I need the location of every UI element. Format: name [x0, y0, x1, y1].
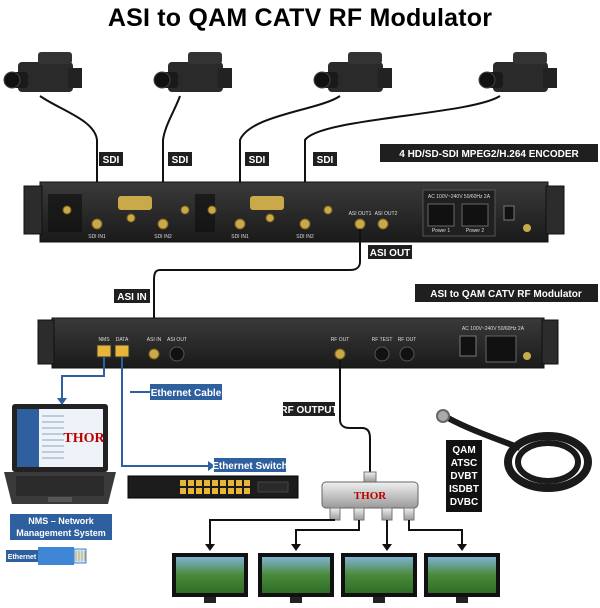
encoder-unit: SDI IN1 SDI IN2 SDI IN1 SDI IN2 ASI OUT1…	[23, 181, 565, 243]
encoder-port-4: SDI IN2	[296, 234, 314, 240]
modulator-port-rf-test: RF TEST	[372, 337, 393, 343]
encoder-title: 4 HD/SD-SDI MPEG2/H.264 ENCODER	[399, 149, 579, 160]
tv-2	[258, 553, 334, 603]
modulator-power-rating: AC 100V~240V 50/60Hz 2A	[462, 326, 525, 332]
asi-out-label-box	[368, 245, 412, 259]
encoder-asi-out1: ASI OUT1	[349, 211, 372, 217]
standards-box	[446, 440, 482, 512]
asi-cable	[153, 229, 361, 345]
tv-1	[172, 553, 248, 603]
sdi-cables	[39, 95, 501, 225]
rf-splitter: THOR	[321, 471, 419, 521]
laptop: THOR	[4, 404, 116, 504]
sdi-label-3: SDI	[249, 155, 266, 166]
ethernet-plug: Ethernet	[6, 547, 87, 565]
ethernet-switch-label: Ethernet Switch	[212, 461, 288, 472]
laptop-brand-logo: THOR	[63, 431, 105, 446]
encoder-asi-out2: ASI OUT2	[375, 211, 398, 217]
standard-isdbt: ISDBT	[449, 484, 479, 495]
sdi-labels: SDI SDI SDI SDI	[99, 152, 337, 166]
encoder-power1: Power 1	[432, 228, 451, 234]
sdi-label-1: SDI	[103, 155, 120, 166]
encoder-label-box	[380, 144, 598, 162]
encoder-port-2: SDI IN2	[154, 234, 172, 240]
rf-cable	[339, 360, 371, 478]
nms-label: NMS – Network Management System	[16, 516, 106, 538]
modulator-port-asi-in: ASI IN	[147, 337, 162, 343]
camera-4	[478, 52, 557, 92]
asi-in-label-box	[114, 289, 150, 303]
standard-dvbt: DVBT	[450, 471, 477, 482]
modulator-port-data: DATA	[116, 337, 129, 343]
splitter-brand-logo: THOR	[354, 490, 387, 502]
modulator-port-nms: NMS	[98, 337, 110, 343]
modulator-label-box	[415, 284, 598, 302]
camera-2	[153, 52, 232, 92]
asi-in-label: ASI IN	[117, 292, 146, 303]
sdi-label-4: SDI	[317, 155, 334, 166]
camera-1	[3, 52, 82, 92]
asi-out-label: ASI OUT	[370, 248, 411, 259]
encoder-power-rating: AC 100V~240V 50/60Hz 2A	[428, 194, 491, 200]
tv-3	[341, 553, 417, 603]
modulator-port-asi-out: ASI OUT	[167, 337, 187, 343]
standard-qam: QAM	[452, 445, 475, 456]
tv-4	[424, 553, 500, 603]
encoder-port-1: SDI IN1	[88, 234, 106, 240]
modulator-title: ASI to QAM CATV RF Modulator	[430, 289, 582, 300]
sdi-label-2: SDI	[172, 155, 189, 166]
ethernet-switch-label-box	[214, 458, 286, 472]
ethernet-cable-label: Ethernet Cable	[151, 388, 222, 399]
ethernet-cable-label-box	[150, 384, 222, 400]
coax-cable-coil	[436, 409, 592, 492]
modulator-unit: NMS DATA ASI IN ASI OUT RF OUT RF TEST R…	[37, 317, 559, 369]
encoder-power2: Power 2	[466, 228, 485, 234]
encoder-port-3: SDI IN1	[231, 234, 249, 240]
nms-label-box	[10, 514, 112, 540]
camera-3	[313, 52, 392, 92]
tv-cables	[209, 519, 463, 546]
ethernet-switch	[127, 475, 299, 499]
standard-atsc: ATSC	[451, 458, 477, 469]
ethernet-plug-label: Ethernet	[8, 554, 37, 561]
ethernet-lines	[61, 357, 210, 467]
rf-output-label: RF OUTPUT	[280, 405, 337, 416]
rf-output-label-box	[283, 402, 335, 416]
standard-dvbc: DVBC	[450, 497, 478, 508]
modulator-port-rf-out: RF OUT	[331, 337, 350, 343]
modulator-port-rf-out-2: RF OUT	[398, 337, 417, 343]
page-title: ASI to QAM CATV RF Modulator	[107, 4, 493, 32]
